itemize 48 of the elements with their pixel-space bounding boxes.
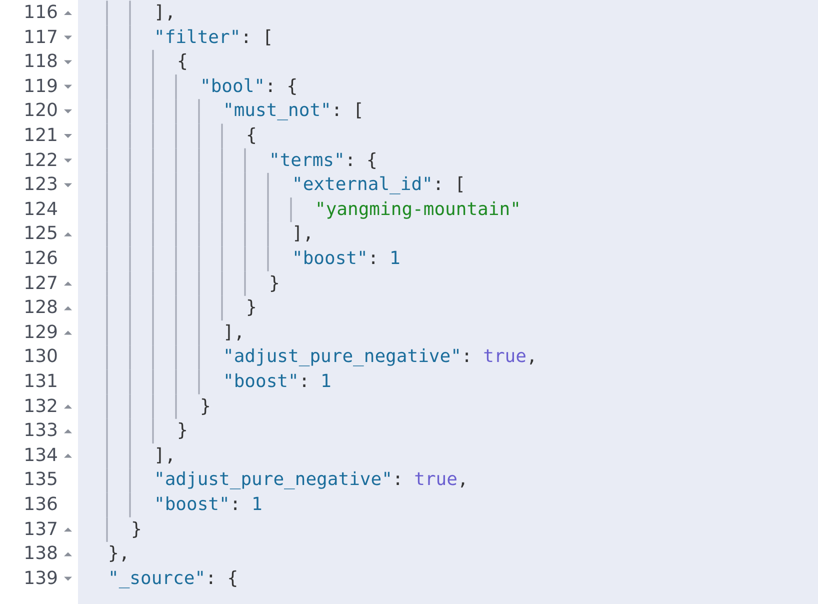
line-number: 127 — [24, 272, 58, 295]
line-number: 123 — [24, 174, 58, 196]
line-number: 117 — [24, 26, 58, 49]
line-number: 128 — [24, 297, 58, 320]
line-number: 131 — [24, 371, 58, 393]
code-line: "filter": [ — [154, 26, 274, 49]
code-line: "bool": { — [200, 76, 298, 98]
code-line: { — [246, 125, 257, 147]
code-line: "_source": { — [108, 568, 238, 590]
line-number: 139 — [24, 568, 58, 590]
code-line: } — [246, 297, 257, 320]
line-number: 122 — [24, 150, 58, 172]
code-line: "terms": { — [269, 150, 378, 172]
code-line: "external_id": [ — [292, 174, 466, 196]
line-number: 134 — [24, 444, 58, 467]
line-number: 135 — [24, 469, 58, 492]
line-number: 121 — [24, 125, 58, 147]
code-line: "adjust_pure_negative": true, — [223, 346, 538, 368]
code-line: "boost": 1 — [292, 248, 400, 270]
line-number: 137 — [24, 518, 58, 541]
code-line: ], — [292, 223, 314, 246]
line-number: 129 — [24, 322, 58, 344]
code-line: ], — [154, 444, 176, 467]
code-line: } — [131, 518, 142, 541]
line-number: 125 — [24, 223, 58, 246]
code-line: { — [177, 51, 188, 74]
line-number: 119 — [24, 76, 58, 98]
line-number: 124 — [24, 198, 58, 221]
code-line: } — [177, 420, 188, 442]
code-line: ], — [223, 322, 245, 344]
code-line: } — [200, 396, 211, 418]
line-number: 120 — [24, 100, 58, 122]
code-line: "yangming-mountain" — [315, 198, 521, 221]
line-number: 118 — [24, 51, 58, 74]
line-number: 130 — [24, 346, 58, 368]
code-line: ], — [154, 2, 176, 24]
line-number: 136 — [24, 494, 58, 516]
line-number: 126 — [24, 248, 58, 270]
line-number: 132 — [24, 396, 58, 418]
code-line: "boost": 1 — [223, 371, 332, 393]
line-number: 133 — [24, 420, 58, 442]
code-line: }, — [108, 543, 130, 566]
line-number: 138 — [24, 543, 58, 566]
code-line: } — [269, 272, 280, 295]
code-line: "must_not": [ — [223, 100, 364, 122]
line-number: 116 — [24, 2, 58, 24]
code-line: "boost": 1 — [154, 494, 262, 516]
code-line: "adjust_pure_negative": true, — [154, 469, 468, 492]
